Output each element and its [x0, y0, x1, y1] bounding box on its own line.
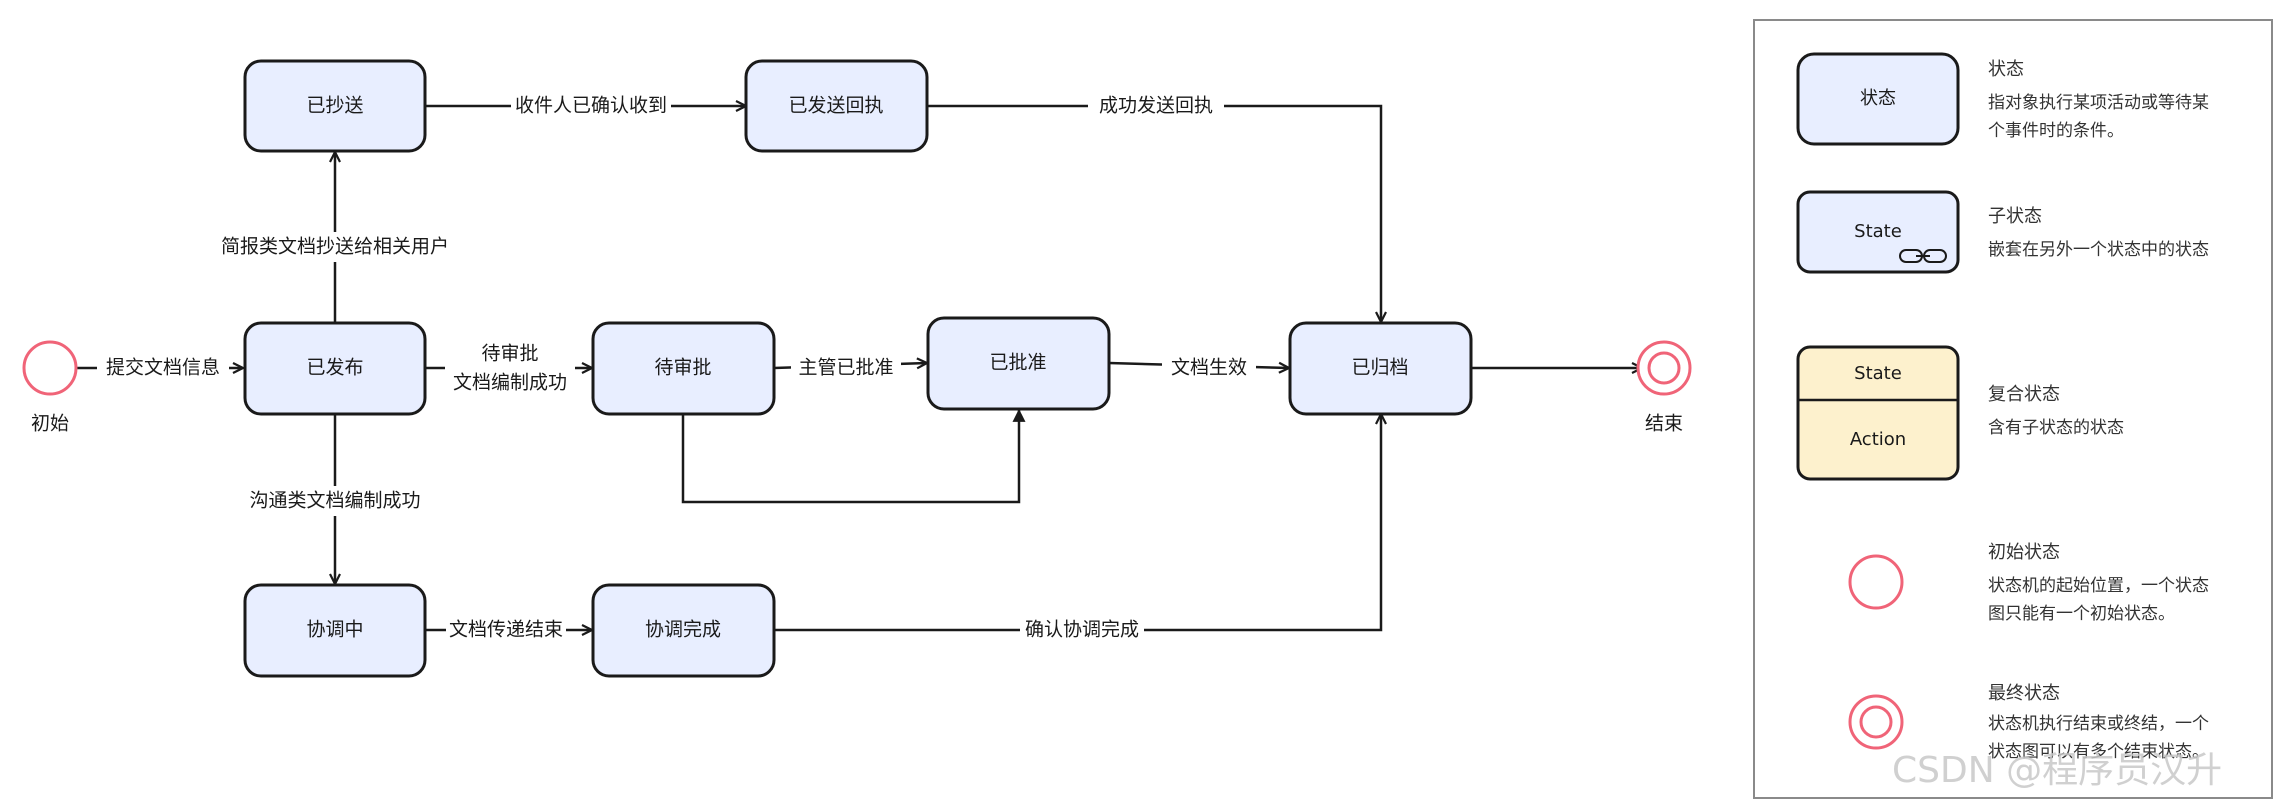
legend-substate-symbol	[1796, 190, 1960, 274]
state-xietiaozhong: 协调中	[243, 583, 427, 678]
legend-composite-symbol	[1796, 345, 1960, 481]
legend-state-symbol	[1796, 52, 1960, 146]
end-node: 结束	[1636, 340, 1692, 435]
legend-substate-desc-1: 嵌套在另外一个状态中的状态	[1988, 240, 2209, 260]
legend-substate-symbol-label: State	[1854, 221, 1902, 242]
legend-state-title: 状态	[1988, 59, 2024, 80]
start-label: 初始	[31, 413, 69, 435]
state-xietiao-wancheng: 协调完成	[591, 583, 776, 678]
state-fasong-huizhi: 已发送回执	[744, 59, 929, 153]
legend-final-title: 最终状态	[1988, 683, 2060, 704]
legend-state-symbol-label: 状态	[1860, 88, 1896, 109]
label-xietiao-to-wancheng: 文档传递结束	[449, 619, 563, 641]
state-xietiao-wancheng-label: 协调完成	[645, 619, 721, 641]
edge-daishenpi-loop-to-pizhun	[681, 408, 1026, 504]
label-fabu-to-daishenpi-line2: 文档编制成功	[453, 372, 567, 394]
label-pizhun-to-guidang: 文档生效	[1171, 357, 1247, 379]
legend-final: 最终状态 状态机执行结束或终结，一个 状态图可以有多个结束状态。	[1848, 683, 2209, 762]
legend-substate-title: 子状态	[1988, 206, 2042, 227]
legend-composite-symbol-bottom: Action	[1850, 429, 1906, 450]
state-fasong-huizhi-label: 已发送回执	[788, 95, 883, 117]
state-chaosong: 已抄送	[243, 59, 427, 153]
legend-initial-title: 初始状态	[1988, 542, 2060, 563]
legend-initial-symbol	[1848, 554, 1904, 610]
legend-state: 状态 状态 指对象执行某项活动或等待某 个事件时的条件。	[1796, 52, 2209, 146]
legend-final-desc-1: 状态机执行结束或终结，一个	[1988, 714, 2209, 734]
state-fabu-label: 已发布	[306, 357, 363, 379]
legend-composite-title: 复合状态	[1988, 384, 2060, 405]
label-wancheng-to-guidang: 确认协调完成	[1025, 619, 1139, 641]
legend-composite: State Action 复合状态 含有子状态的状态	[1796, 345, 2124, 481]
legend-final-desc-2: 状态图可以有多个结束状态。	[1988, 742, 2209, 762]
legend-composite-symbol-top: State	[1854, 363, 1902, 384]
legend-state-desc-2: 个事件时的条件。	[1988, 121, 2124, 141]
label-start-to-fabu: 提交文档信息	[106, 357, 220, 379]
watermark: CSDN @程序员汉升	[1892, 750, 2222, 791]
legend-initial: 初始状态 状态机的起始位置，一个状态 图只能有一个初始状态。	[1848, 542, 2209, 624]
legend-initial-desc-2: 图只能有一个初始状态。	[1988, 604, 2175, 624]
end-label: 结束	[1645, 413, 1683, 435]
legend-composite-desc-1: 含有子状态的状态	[1988, 418, 2124, 438]
link-icon	[1899, 249, 1947, 263]
edge-labels: 提交文档信息 简报类文档抄送给相关用户 收件人已确认收到 成功发送回执 待审批 …	[97, 90, 1256, 646]
legend-final-symbol-inner	[1859, 705, 1893, 739]
label-fabu-to-chaosong: 简报类文档抄送给相关用户	[221, 236, 449, 258]
legend-initial-desc-1: 状态机的起始位置，一个状态	[1988, 576, 2209, 596]
legend-substate: State 子状态 嵌套在另外一个状态中的状态	[1796, 190, 2209, 274]
edge-huizhi-to-guidang	[927, 104, 1381, 322]
state-daishenpi: 待审批	[591, 321, 776, 416]
label-fabu-to-xietiao: 沟通类文档编制成功	[249, 490, 420, 512]
start-node: 初始	[22, 340, 78, 435]
label-huizhi-to-guidang: 成功发送回执	[1099, 95, 1213, 117]
state-guidang-label: 已归档	[1351, 357, 1408, 379]
label-fabu-to-daishenpi-line1: 待审批	[481, 343, 538, 365]
edge-wancheng-to-guidang	[774, 414, 1381, 632]
state-daishenpi-label: 待审批	[654, 357, 711, 379]
state-yipizhun-label: 已批准	[989, 352, 1046, 374]
state-chaosong-label: 已抄送	[306, 95, 363, 117]
final-state-inner-circle	[1647, 351, 1681, 385]
initial-state-circle	[22, 340, 78, 396]
legend-state-desc-1: 指对象执行某项活动或等待某	[1988, 93, 2209, 113]
state-yipizhun: 已批准	[926, 316, 1111, 411]
label-daishenpi-to-pizhun: 主管已批准	[798, 357, 893, 379]
state-guidang: 已归档	[1288, 321, 1473, 416]
legend: 状态 状态 指对象执行某项活动或等待某 个事件时的条件。 State 子状态 嵌…	[1753, 19, 2273, 799]
state-xietiaozhong-label: 协调中	[306, 619, 363, 641]
label-chaosong-to-huizhi: 收件人已确认收到	[515, 95, 667, 117]
state-fabu: 已发布	[243, 321, 427, 416]
